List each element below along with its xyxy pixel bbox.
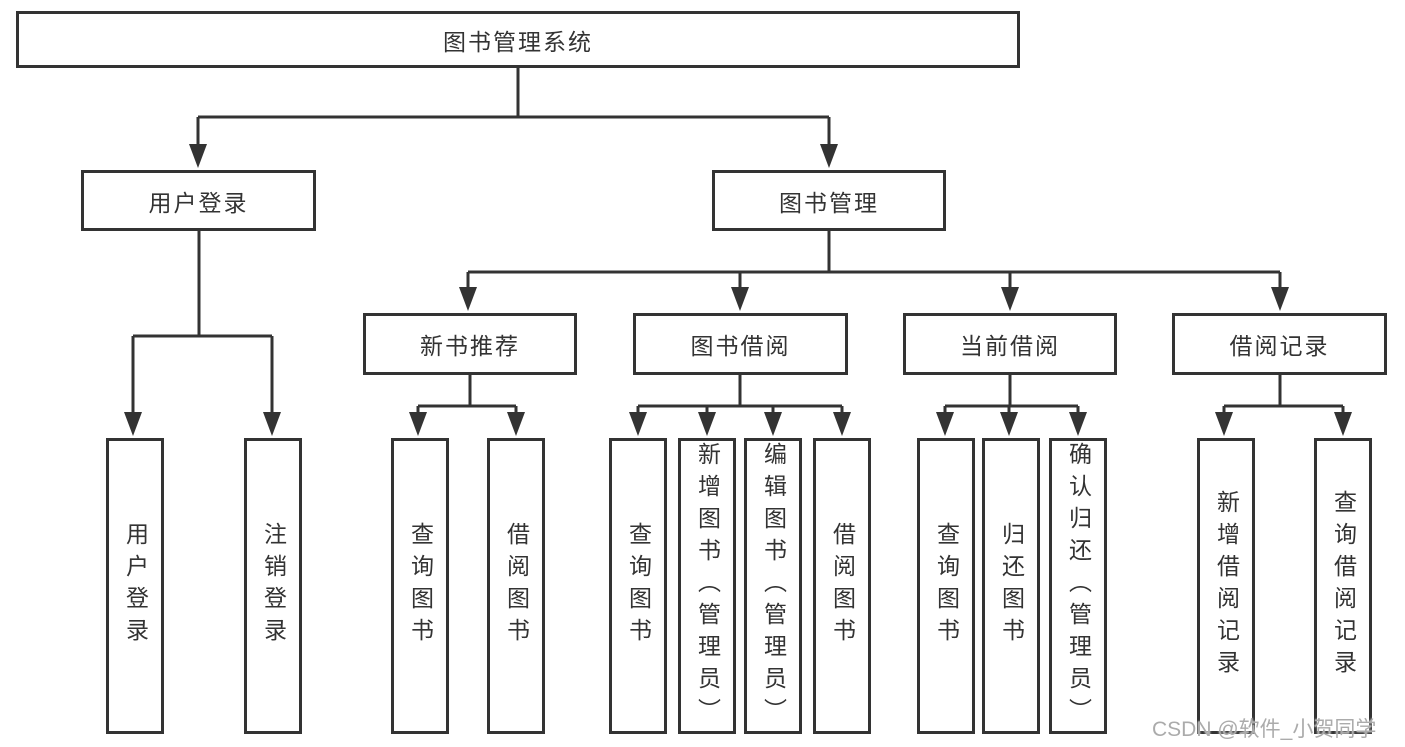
connector-current-borrow-to-leaves bbox=[936, 375, 1087, 436]
leaf-return-books: 归还图书 bbox=[982, 438, 1040, 734]
node-new-book-recommend: 新书推荐 bbox=[363, 313, 577, 375]
leaf-query-books-recommend: 查询图书 bbox=[391, 438, 449, 734]
leaf-edit-books-admin: 编辑图书（管理员） bbox=[744, 438, 802, 734]
leaf-add-borrow-record: 新增借阅记录 bbox=[1197, 438, 1255, 734]
connector-user-login-to-leaves bbox=[124, 231, 281, 436]
leaf-query-books-current: 查询图书 bbox=[917, 438, 975, 734]
leaf-logout: 注销登录 bbox=[244, 438, 302, 734]
node-book-management-label: 图书管理 bbox=[779, 189, 879, 216]
connector-borrow-record-to-leaves bbox=[1215, 375, 1352, 436]
leaf-borrow-books-label: 借阅图书 bbox=[829, 522, 856, 650]
node-borrow-records-label: 借阅记录 bbox=[1229, 333, 1330, 359]
node-book-borrow: 图书借阅 bbox=[633, 313, 848, 375]
connector-book-borrow-to-leaves bbox=[629, 375, 851, 436]
leaf-add-books-admin: 新增图书（管理员） bbox=[678, 438, 736, 734]
node-current-borrow: 当前借阅 bbox=[903, 313, 1117, 375]
node-borrow-records: 借阅记录 bbox=[1172, 313, 1387, 375]
leaf-query-borrow-record: 查询借阅记录 bbox=[1314, 438, 1372, 734]
leaf-borrow-books-recommend: 借阅图书 bbox=[487, 438, 545, 734]
leaf-query-borrow-record-label: 查询借阅记录 bbox=[1330, 490, 1357, 682]
connector-root-to-level2 bbox=[189, 68, 838, 168]
leaf-query-books-borrow: 查询图书 bbox=[609, 438, 667, 734]
node-book-borrow-label: 图书借阅 bbox=[690, 333, 791, 359]
leaf-logout-label: 注销登录 bbox=[260, 522, 287, 650]
node-book-management: 图书管理 bbox=[712, 170, 946, 231]
node-current-borrow-label: 当前借阅 bbox=[960, 333, 1060, 359]
leaf-confirm-return-admin-label: 确认归还（管理员） bbox=[1065, 442, 1092, 730]
connector-new-book-to-leaves bbox=[409, 375, 525, 436]
node-root-label: 图书管理系统 bbox=[443, 28, 593, 55]
leaf-user-login: 用户登录 bbox=[106, 438, 164, 734]
leaf-edit-books-admin-label: 编辑图书（管理员） bbox=[760, 442, 787, 730]
csdn-watermark: CSDN @软件_小贺同学 bbox=[1152, 718, 1377, 741]
leaf-query-books-borrow-label: 查询图书 bbox=[625, 522, 652, 650]
leaf-add-borrow-record-label: 新增借阅记录 bbox=[1213, 490, 1240, 682]
leaf-return-books-label: 归还图书 bbox=[998, 522, 1025, 650]
leaf-query-books-current-label: 查询图书 bbox=[933, 522, 960, 650]
leaf-user-login-label: 用户登录 bbox=[122, 522, 149, 650]
leaf-add-books-admin-label: 新增图书（管理员） bbox=[694, 442, 721, 730]
node-user-login: 用户登录 bbox=[81, 170, 316, 231]
leaf-query-books-recommend-label: 查询图书 bbox=[407, 522, 434, 650]
node-user-login-label: 用户登录 bbox=[148, 189, 249, 216]
leaf-borrow-books-recommend-label: 借阅图书 bbox=[503, 522, 530, 650]
leaf-borrow-books: 借阅图书 bbox=[813, 438, 871, 734]
node-new-book-recommend-label: 新书推荐 bbox=[420, 333, 520, 359]
node-root: 图书管理系统 bbox=[16, 11, 1020, 68]
leaf-confirm-return-admin: 确认归还（管理员） bbox=[1049, 438, 1107, 734]
connector-book-management-to-level3 bbox=[459, 231, 1289, 311]
